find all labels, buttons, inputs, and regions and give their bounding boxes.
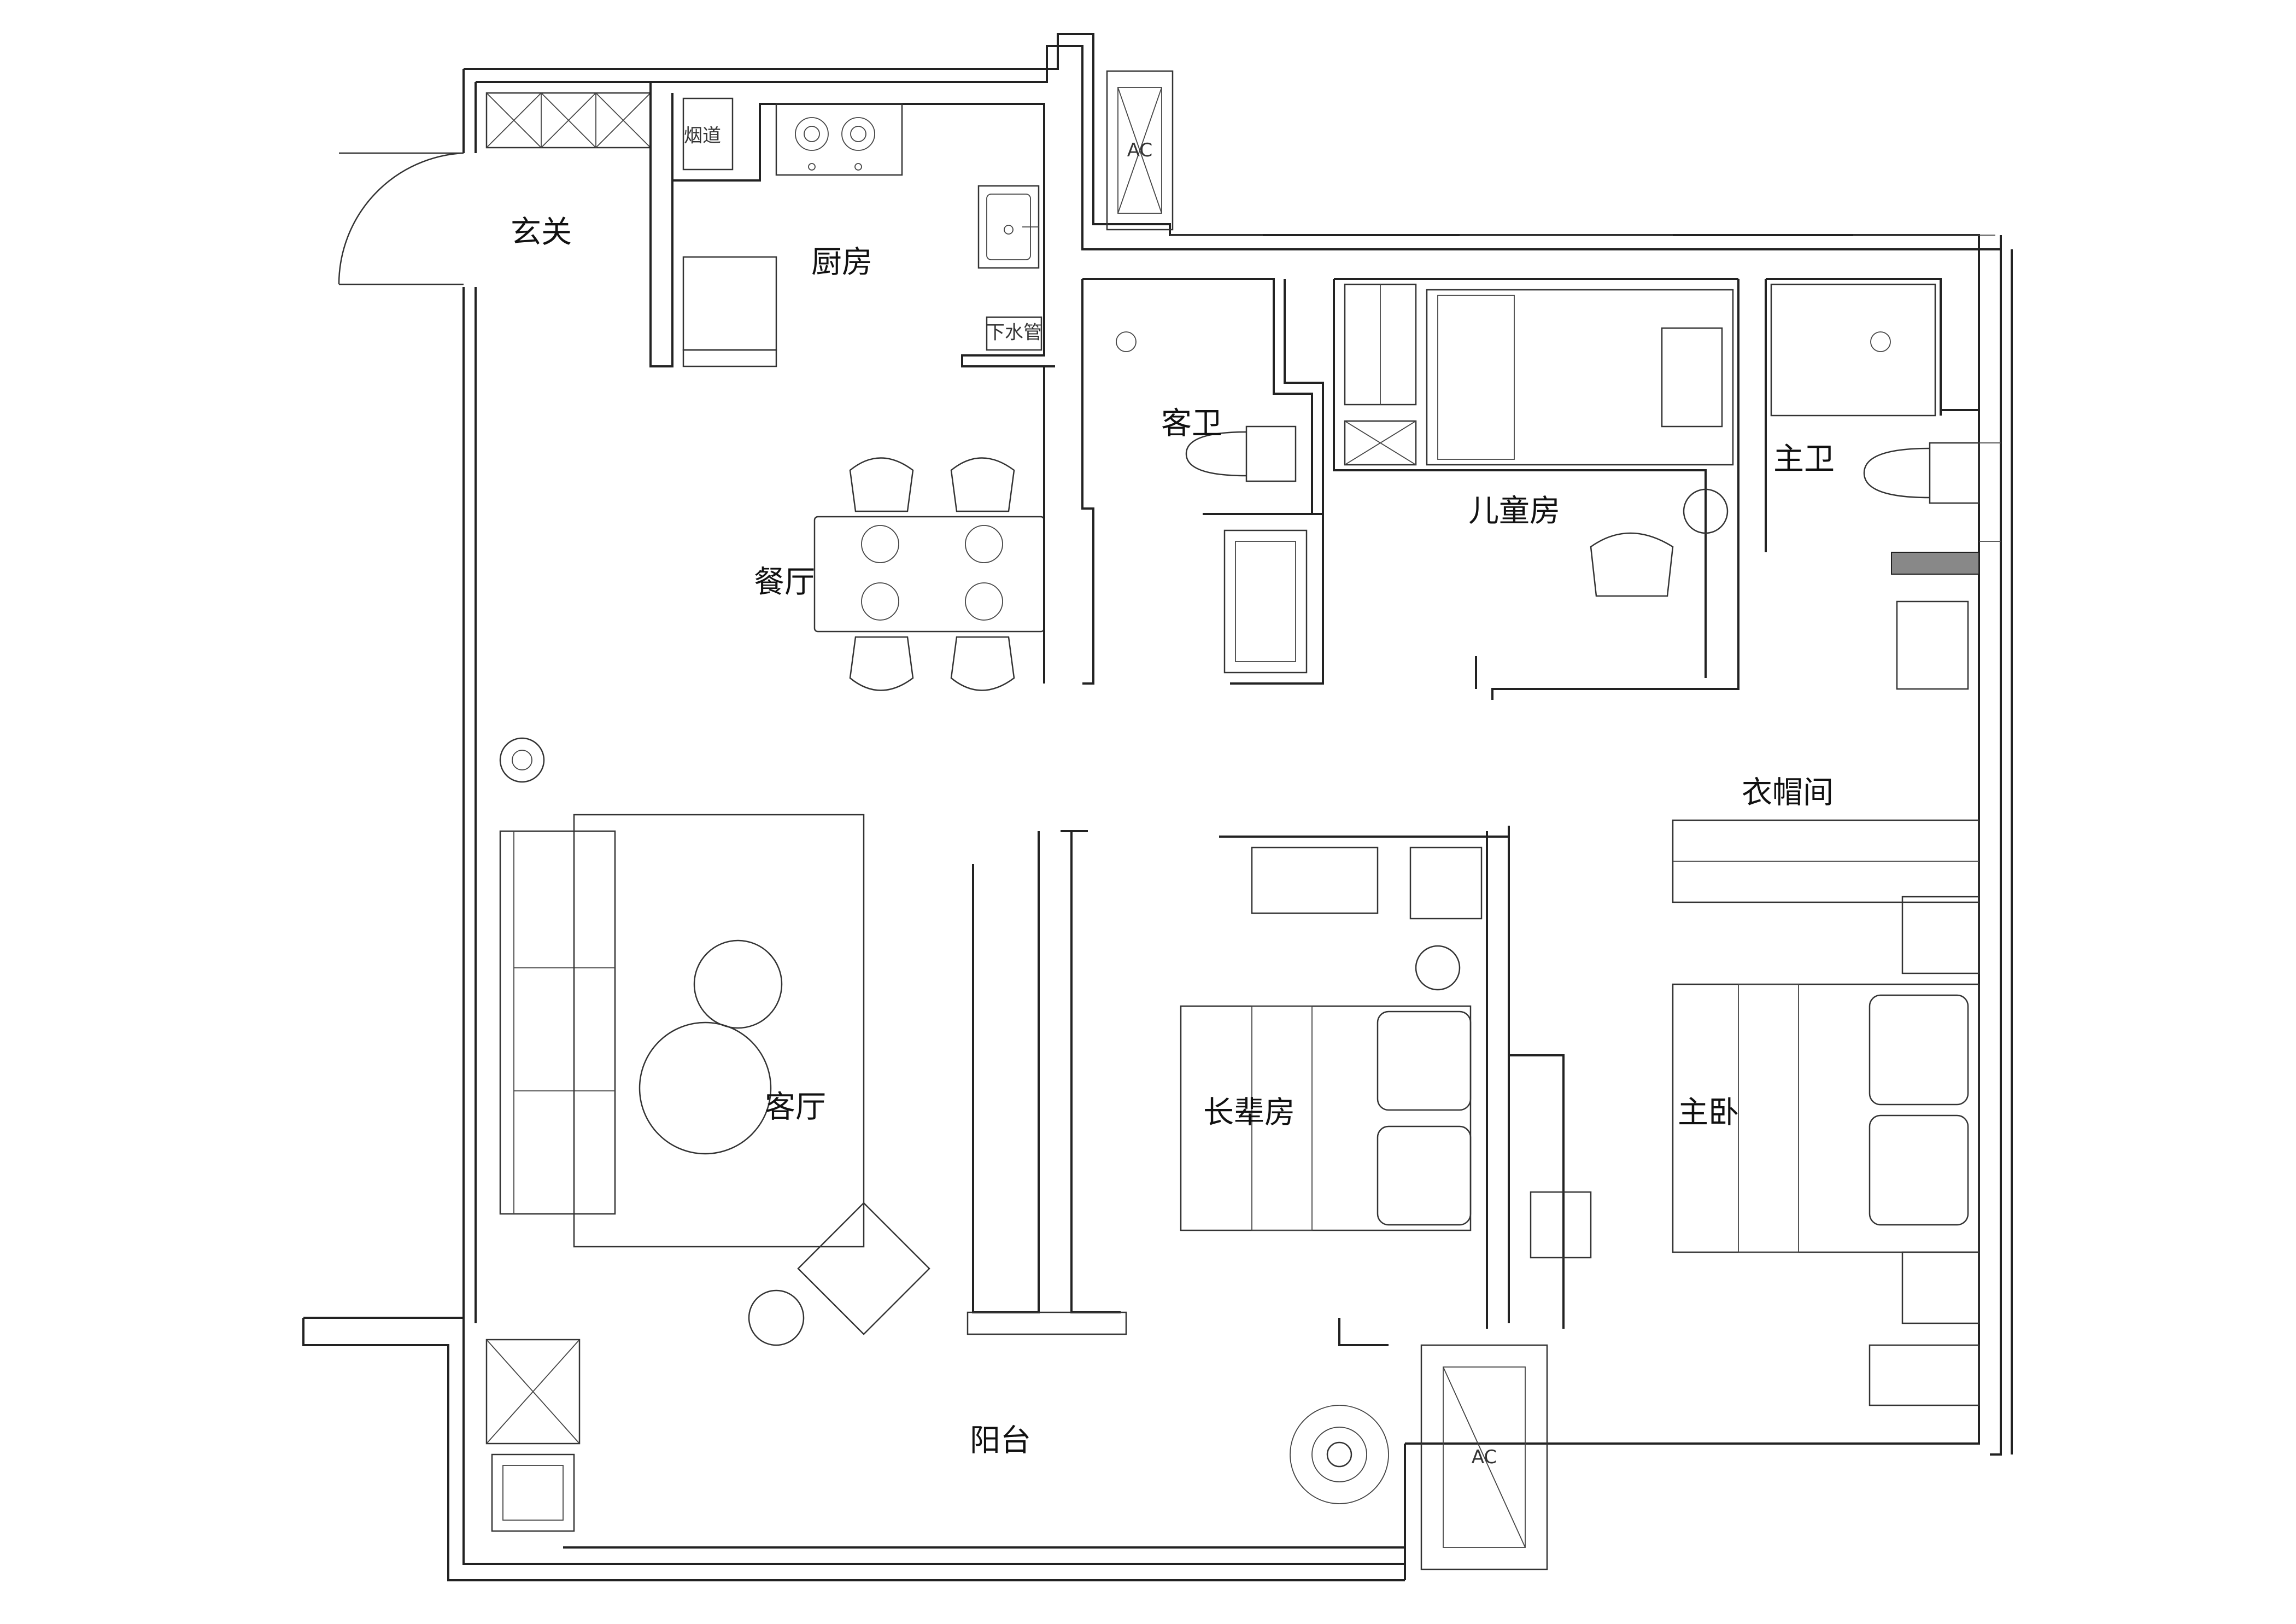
label-living: 客厅 bbox=[765, 1089, 826, 1125]
label-entrance: 玄关 bbox=[511, 214, 572, 250]
potted-plant-icon bbox=[1290, 1405, 1389, 1504]
coffee-tables bbox=[639, 939, 783, 1155]
master-bath-walls bbox=[1765, 278, 1979, 690]
stove-icon bbox=[795, 117, 875, 171]
tv-wall bbox=[967, 830, 1127, 1335]
entrance-door bbox=[338, 152, 464, 285]
label-ac-bottom: AC bbox=[1471, 1446, 1497, 1468]
master-bed bbox=[1672, 983, 1980, 1253]
ac-shaft-top bbox=[1106, 70, 1174, 231]
kids-room-walls bbox=[1333, 278, 1739, 700]
living-rug bbox=[573, 814, 865, 1248]
label-elder-room: 长辈房 bbox=[1203, 1095, 1295, 1131]
dining-table bbox=[813, 516, 1045, 633]
label-flue: 烟道 bbox=[684, 125, 721, 147]
floor-lamp-icon bbox=[499, 737, 545, 783]
balcony-cabinets bbox=[485, 1339, 581, 1532]
label-ac-top: AC bbox=[1127, 139, 1153, 161]
ac-shaft-bottom bbox=[1420, 1344, 1548, 1570]
elder-bed bbox=[1180, 1005, 1472, 1231]
elder-room-walls bbox=[1219, 826, 1510, 1329]
guest-bath-walls bbox=[1043, 278, 1324, 685]
label-kitchen: 厨房 bbox=[811, 244, 872, 281]
label-kids-room: 儿童房 bbox=[1468, 493, 1560, 529]
kitchen-sink-icon bbox=[986, 194, 1039, 260]
desk-chair-kids bbox=[1590, 488, 1729, 597]
master-toilet-icon bbox=[1863, 331, 1980, 504]
label-dining: 餐厅 bbox=[754, 564, 815, 600]
label-master-bedroom: 主卧 bbox=[1678, 1095, 1739, 1131]
living-sofa bbox=[499, 830, 616, 1215]
label-master-bath: 主卫 bbox=[1773, 441, 1835, 477]
label-guest-bath: 客卫 bbox=[1161, 406, 1222, 442]
wardrobe-kids bbox=[1344, 283, 1417, 466]
windows bbox=[1170, 235, 2001, 542]
shoe-cabinet bbox=[485, 92, 652, 149]
dining-chairs bbox=[849, 457, 1015, 691]
kitchen-walls bbox=[649, 82, 1055, 367]
master-bedroom-walls bbox=[1509, 896, 1980, 1406]
guest-toilet-icon bbox=[1116, 331, 1297, 482]
cloakroom-rail bbox=[1672, 819, 1980, 903]
label-cloakroom: 衣帽间 bbox=[1742, 775, 1834, 811]
armchair bbox=[748, 1202, 930, 1346]
label-drain: 下水管 bbox=[986, 322, 1042, 344]
label-balcony: 阳台 bbox=[970, 1423, 1031, 1459]
